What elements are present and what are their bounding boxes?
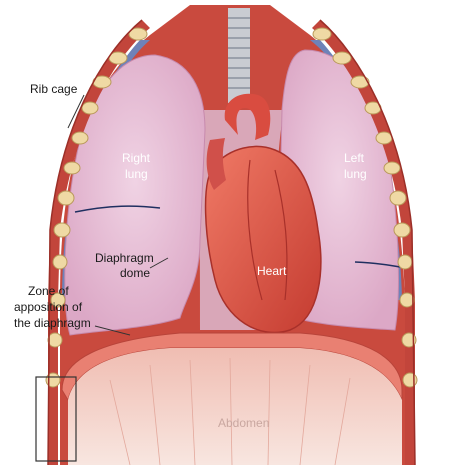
diaphragm-dome-label-line2: dome	[120, 266, 150, 280]
heart-label: Heart	[257, 264, 287, 278]
left-lung-label-line1: Left	[344, 151, 365, 165]
left-lung-label-line2: lung	[344, 167, 367, 181]
right-lung-label-line2: lung	[125, 167, 148, 181]
abdomen-label: Abdomen	[218, 416, 269, 430]
zone-label-line2: apposition of	[14, 300, 83, 314]
abdomen	[68, 348, 402, 465]
trachea	[228, 8, 250, 103]
zone-label-line3: the diaphragm	[14, 316, 91, 330]
zone-label-line1: Zone of	[28, 284, 69, 298]
right-lung-label-line1: Right	[122, 151, 151, 165]
diaphragm-dome-label-line1: Diaphragm	[95, 251, 154, 265]
rib-cage-label: Rib cage	[30, 82, 78, 96]
